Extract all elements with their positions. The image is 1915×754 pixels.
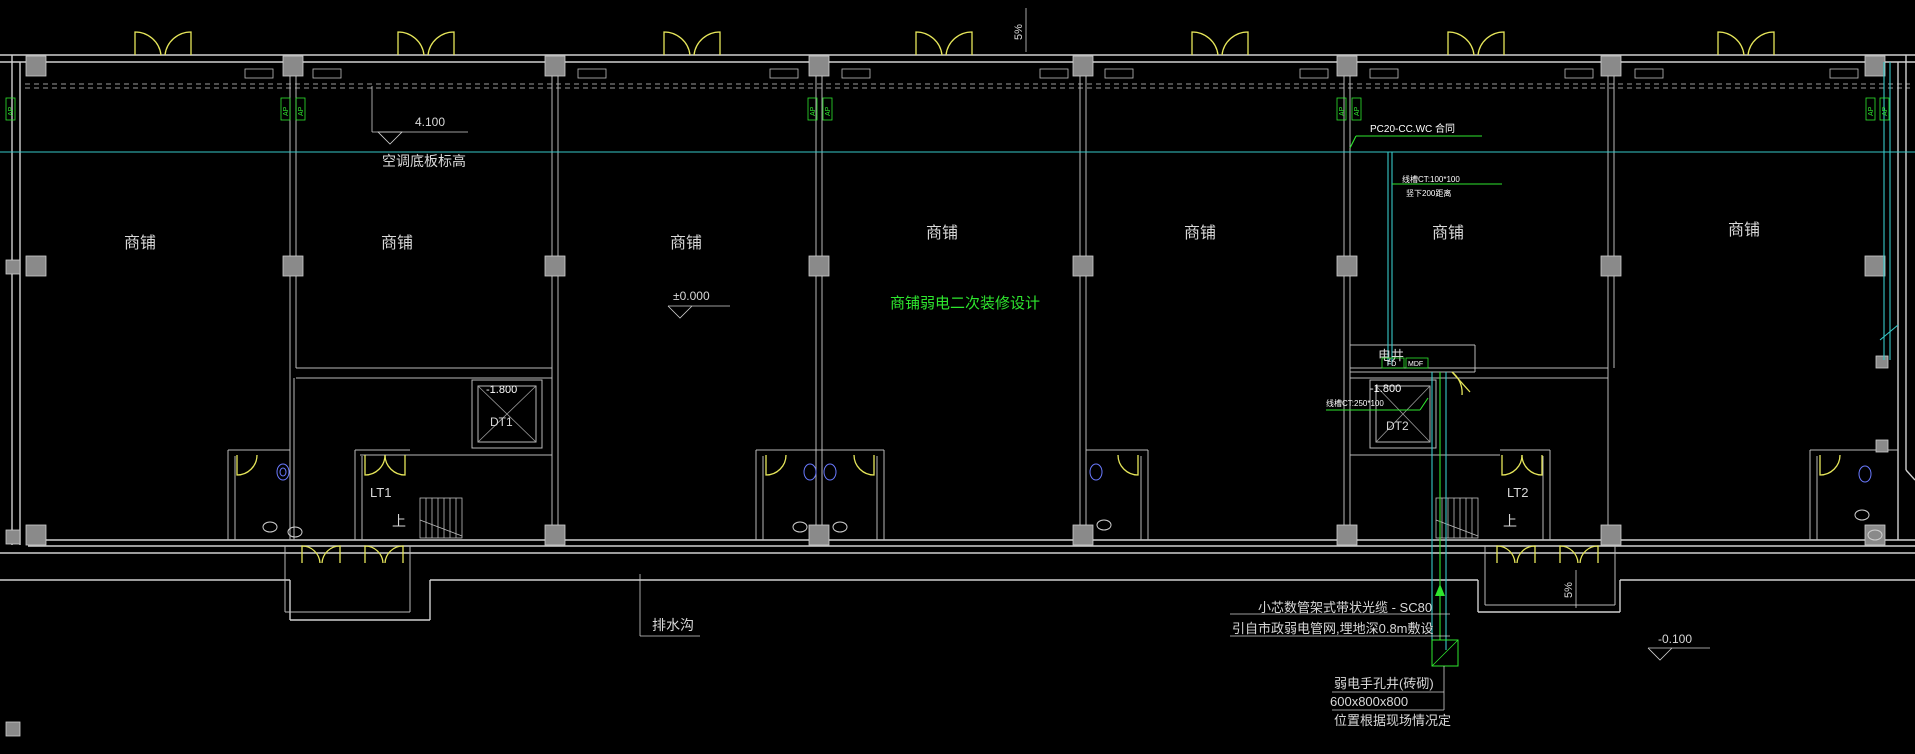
ap-tag-label: AP bbox=[1882, 106, 1889, 116]
pit-elevation-dt2: -1.800 bbox=[1370, 383, 1401, 395]
handhole-note-line1: 弱电手孔井(砖砌) bbox=[1334, 676, 1434, 691]
shop-label: 商铺 bbox=[670, 234, 702, 252]
shop-label: 商铺 bbox=[1432, 224, 1464, 242]
ap-tag-label: AP bbox=[825, 106, 832, 116]
drawing-title: 商铺弱电二次装修设计 bbox=[890, 295, 1040, 312]
cable-tray-route bbox=[0, 62, 1915, 650]
sanitary-fixtures bbox=[262, 463, 1883, 541]
storefront-doors bbox=[134, 31, 1775, 56]
fiber-note-line1: 小芯数管架式带状光缆 - SC80 bbox=[1258, 600, 1432, 615]
ct-top-note-1: 线槽CT:100*100 bbox=[1402, 174, 1460, 184]
pit-elevation-dt1: -1.800 bbox=[486, 384, 517, 396]
ap-tag-label: AP bbox=[283, 106, 290, 116]
shop-label: 商铺 bbox=[1728, 221, 1760, 239]
slope-bottom: 5% bbox=[1563, 582, 1575, 598]
outside-elevation-mark: -0.100 bbox=[1647, 632, 1710, 661]
ap-tag-label: AP bbox=[8, 106, 15, 116]
outside-elevation-value: -0.100 bbox=[1658, 632, 1692, 646]
handhole: 弱电手孔井(砖砌) 600x800x800 位置根据现场情况定 bbox=[1330, 639, 1459, 728]
stair-up-label: 上 bbox=[1503, 513, 1517, 529]
stairs bbox=[419, 497, 1479, 539]
stair-up-label: 上 bbox=[392, 513, 406, 529]
ac-elevation-label: 空调底板标高 bbox=[382, 153, 466, 169]
slope-marks: 5% 5% bbox=[1013, 8, 1577, 608]
electrical-shaft-label: 电井 bbox=[1378, 348, 1404, 363]
electrical-shaft: 电井 FD MDF bbox=[1378, 348, 1429, 369]
ap-tag-label: AP bbox=[1354, 106, 1361, 116]
shop-labels: 商铺 商铺 商铺 商铺 商铺 商铺 商铺 bbox=[124, 221, 1760, 252]
fd-label: FD bbox=[1387, 361, 1396, 368]
fiber-note-line2: 引自市政弱电管网,埋地深0.8m敷设 bbox=[1232, 621, 1434, 636]
building-outline bbox=[0, 54, 1915, 621]
ap-tag-label: AP bbox=[1868, 106, 1875, 116]
ct-top-note-2: 竖下200距离 bbox=[1406, 188, 1451, 198]
ct-shaft-note: 线槽CT:250*100 bbox=[1326, 398, 1384, 408]
shop-label: 商铺 bbox=[1184, 224, 1216, 242]
ap-tag-label: AP bbox=[298, 106, 305, 116]
structural-columns bbox=[5, 55, 1889, 737]
handhole-note-line3: 位置根据现场情况定 bbox=[1334, 713, 1451, 728]
lt2-label: LT2 bbox=[1507, 485, 1528, 500]
lt1-label: LT1 bbox=[370, 485, 391, 500]
ac-elevation-value: 4.100 bbox=[415, 115, 445, 129]
shop-label: 商铺 bbox=[124, 234, 156, 252]
dt2-label: DT2 bbox=[1386, 419, 1409, 433]
elevator-shafts bbox=[471, 379, 1437, 449]
mdf-label: MDF bbox=[1408, 361, 1423, 368]
ap-tag-label: AP bbox=[810, 106, 817, 116]
slope-top: 5% bbox=[1013, 24, 1025, 40]
drain-label-group: 排水沟 bbox=[639, 574, 700, 637]
ap-tags: AP AP AP AP AP AP AP AP AP bbox=[5, 97, 1890, 121]
wall-windows bbox=[244, 68, 1859, 79]
dt1-label: DT1 bbox=[490, 415, 513, 429]
fiber-cable-note: 小芯数管架式带状光缆 - SC80 引自市政弱电管网,埋地深0.8m敷设 bbox=[1230, 600, 1450, 637]
pc20-note: PC20-CC.WC 合同 bbox=[1370, 122, 1455, 135]
floor-elevation-mark: ±0.000 bbox=[667, 289, 730, 319]
floor-elevation-value: ±0.000 bbox=[673, 289, 710, 303]
ac-elevation-mark: 4.100 空调底板标高 bbox=[371, 86, 468, 169]
drain-label: 排水沟 bbox=[652, 617, 694, 633]
shop-label: 商铺 bbox=[926, 224, 958, 242]
cable-notes: PC20-CC.WC 合同 线槽CT:100*100 竖下200距离 线槽CT:… bbox=[1326, 122, 1502, 640]
interior-doors bbox=[236, 371, 1841, 564]
handhole-note-line2: 600x800x800 bbox=[1330, 694, 1408, 709]
ap-tag-label: AP bbox=[1339, 106, 1346, 116]
shop-label: 商铺 bbox=[381, 234, 413, 252]
